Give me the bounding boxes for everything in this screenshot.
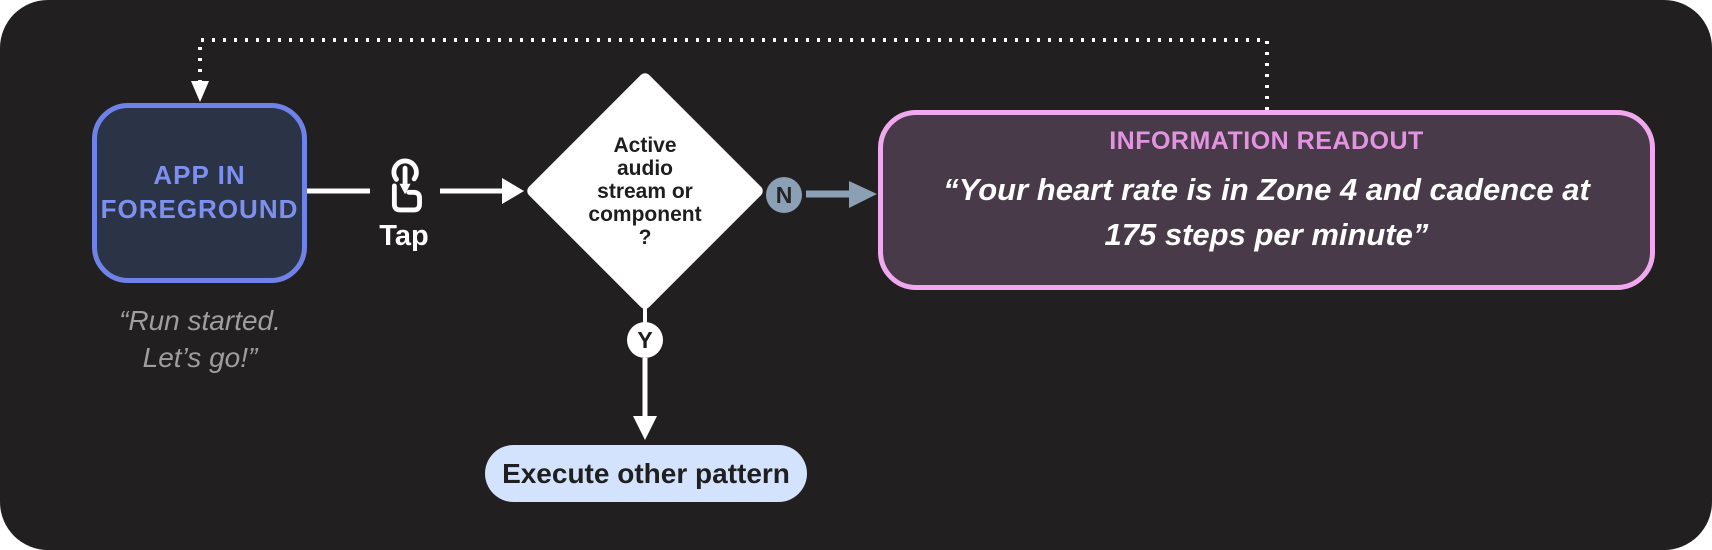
node-information-readout: INFORMATION READOUT “Your heart rate is … xyxy=(878,110,1655,290)
yes-branch-arrowhead xyxy=(633,416,657,440)
app-state-label: APP IN FOREGROUND xyxy=(100,160,299,224)
app-state-voice-caption: “Run started. Let’s go!” xyxy=(119,305,281,373)
readout-title: INFORMATION READOUT xyxy=(1109,127,1424,155)
branch-yes-badge: Y xyxy=(627,322,663,358)
node-execute-other-pattern: Execute other pattern xyxy=(485,445,807,502)
feedback-arrowhead xyxy=(191,81,209,102)
node-app-in-foreground: APP IN FOREGROUND xyxy=(92,103,307,283)
tap-gesture: Tap xyxy=(372,158,436,253)
decision-label: Active audio stream or component ? xyxy=(588,134,702,249)
readout-quote: “Your heart rate is in Zone 4 and cadenc… xyxy=(943,171,1590,252)
tap-label: Tap xyxy=(379,220,429,252)
feedback-dotted-connector xyxy=(198,38,1269,110)
no-branch-arrowhead xyxy=(849,181,877,208)
tap-to-decision-arrowhead xyxy=(502,178,524,204)
branch-no-badge: N xyxy=(766,177,802,213)
tap-gesture-icon xyxy=(391,158,422,213)
